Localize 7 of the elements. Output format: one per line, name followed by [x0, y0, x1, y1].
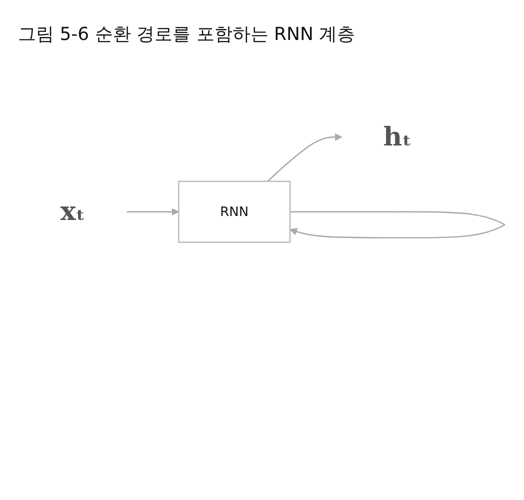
arrow: [126, 208, 180, 216]
arrow: [290, 211, 506, 238]
arrow: [267, 133, 342, 182]
layer-box: RNN: [178, 180, 291, 243]
figure-title: 그림 5-6 순환 경로를 포함하는 RNN 계층: [18, 23, 356, 46]
math-symbol: hₜ: [383, 122, 412, 152]
math-symbol: xₜ: [60, 196, 86, 227]
